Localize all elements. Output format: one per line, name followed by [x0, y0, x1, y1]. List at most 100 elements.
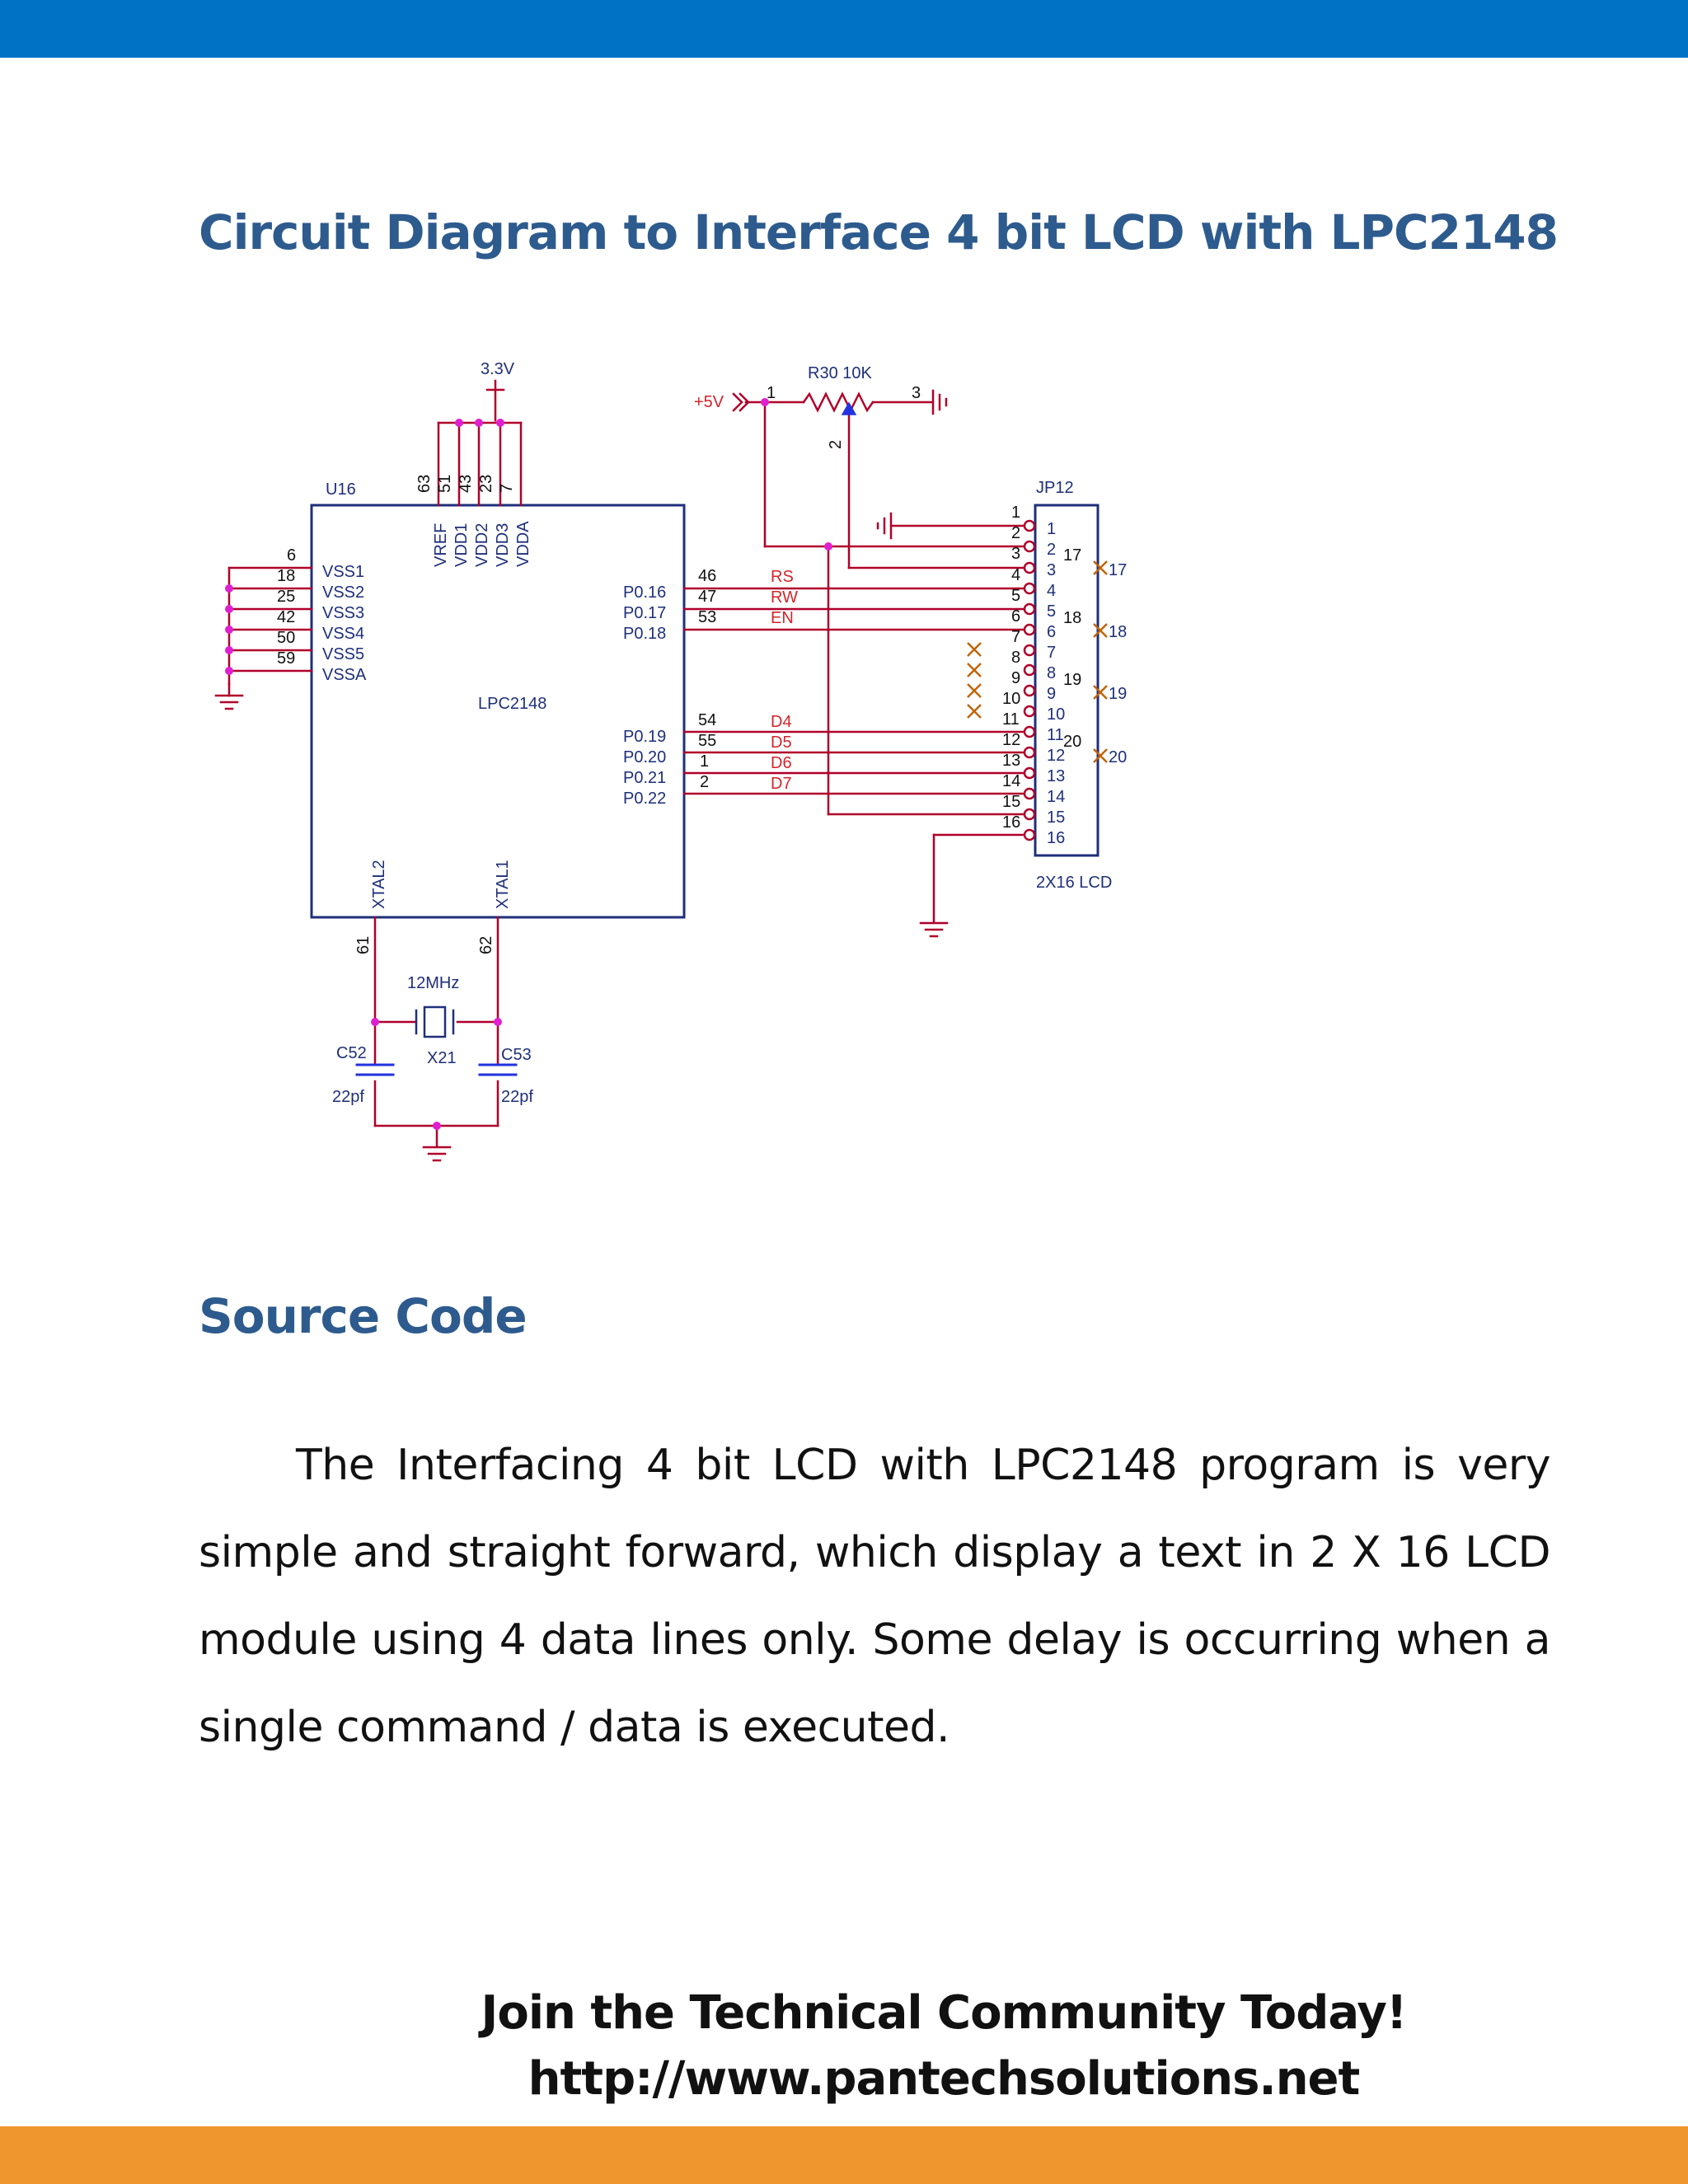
connector-pin-outer: 9	[1011, 669, 1020, 687]
ground-pin-number: 6	[287, 546, 296, 565]
data-pin-number: 2	[700, 773, 709, 791]
data-signal-label: D7	[771, 775, 792, 793]
control-pin-name: P0.18	[623, 625, 666, 643]
connector-extra-pin-out: 18	[1109, 623, 1127, 641]
cap-left-value: 22pf	[332, 1088, 364, 1106]
data-pin-number: 54	[698, 711, 716, 729]
ground-pin-name: VSSA	[322, 666, 367, 684]
xtal-pin-name: XTAL2	[370, 860, 388, 909]
cap-right-ref: C53	[501, 1046, 532, 1064]
bottom-color-bar	[0, 2126, 1688, 2184]
control-pin-name: P0.16	[623, 583, 666, 602]
xtal-pin-name: XTAL1	[494, 860, 512, 909]
capacitor-c52	[355, 1063, 395, 1076]
power-pin-name: VREF	[432, 523, 450, 567]
cap-left-ref: C52	[336, 1044, 367, 1062]
connector-pin-outer: 14	[1002, 772, 1020, 790]
lcd-connector-body	[1034, 504, 1100, 857]
connector-type: 2X16 LCD	[1036, 874, 1112, 892]
xtal-pin-number: 62	[477, 936, 495, 954]
pot-label: R30 10K	[808, 364, 872, 382]
connector-extra-pin-out: 19	[1109, 685, 1127, 703]
connector-pin-inner: 4	[1047, 582, 1056, 600]
footer-tagline: Join the Technical Community Today!	[481, 1986, 1408, 2040]
connector-pin-outer: 11	[1002, 710, 1020, 729]
ground-pin-name: VSS2	[322, 583, 364, 602]
supply-3v3-label: 3.3V	[481, 360, 515, 378]
footer-url-link[interactable]: http://www.pantechsolutions.net	[528, 2052, 1361, 2106]
connector-pin-inner: 9	[1047, 685, 1056, 703]
connector-pin-outer: 12	[1002, 731, 1020, 749]
data-signal-label: D4	[771, 713, 792, 731]
crystal-ref: X21	[427, 1049, 457, 1067]
circuit-diagram-heading: Circuit Diagram to Interface 4 bit LCD w…	[199, 204, 1559, 260]
ground-pin-name: VSS3	[322, 604, 364, 622]
plus-5v-arrow	[732, 392, 743, 412]
ground-pin-number: 25	[277, 588, 295, 606]
power-pin-number: 43	[457, 475, 475, 493]
connector-pin-inner: 13	[1047, 767, 1065, 785]
connector-extra-pin: 20	[1063, 733, 1081, 751]
xtal-pin-number: 61	[354, 936, 373, 954]
connector-extra-pin-out: 20	[1109, 748, 1127, 766]
circuit-schematic: 3.3V +5V R30 10K 1 3 2 U16 LPC2148 63 51…	[214, 360, 1127, 1162]
connector-extra-pin-out: 17	[1109, 561, 1127, 579]
control-pin-number: 53	[698, 608, 716, 626]
connector-ref: JP12	[1036, 479, 1074, 497]
connector-pin-inner: 3	[1047, 561, 1056, 579]
data-pin-name: P0.22	[623, 790, 666, 808]
ground-pin-number: 59	[277, 649, 295, 668]
power-pin-number: 63	[415, 475, 434, 493]
connector-pin-outer: 2	[1011, 524, 1020, 542]
connector-extra-pin: 19	[1063, 671, 1081, 689]
power-pin-name: VDDA	[514, 521, 532, 567]
cap-right-value: 22pf	[501, 1088, 533, 1106]
control-pin-number: 47	[698, 588, 716, 606]
data-pin-name: P0.21	[623, 769, 666, 787]
description-paragraph: The Interfacing 4 bit LCD with LPC2148 p…	[199, 1441, 1551, 1752]
connector-pin-inner: 1	[1047, 520, 1056, 538]
connector-pin-inner: 14	[1047, 788, 1065, 806]
supply-5v-label: +5V	[694, 393, 724, 411]
chip-ref-label: U16	[326, 480, 356, 499]
connector-pin-inner: 8	[1047, 664, 1056, 682]
top-color-bar	[0, 0, 1688, 58]
connector-pin-inner: 10	[1047, 705, 1065, 724]
connector-pin-inner: 12	[1047, 747, 1065, 765]
data-pin-number: 1	[700, 752, 709, 771]
connector-pin-inner: 2	[1047, 541, 1056, 559]
connector-pin-outer: 7	[1011, 628, 1020, 646]
connector-pin-inner: 16	[1047, 829, 1065, 847]
control-pin-name: P0.17	[623, 604, 666, 622]
pot-wiper-arrow	[841, 401, 857, 415]
pot-pin-2: 2	[827, 440, 845, 449]
ground-pin-number: 42	[277, 608, 295, 626]
ground-pin-name: VSS4	[322, 625, 364, 643]
data-pin-name: P0.19	[623, 728, 666, 746]
power-pin-number: 23	[477, 475, 495, 493]
connector-extra-pin: 17	[1063, 546, 1081, 565]
connector-pin-inner: 5	[1047, 602, 1056, 621]
connector-extra-pin: 18	[1063, 609, 1081, 627]
power-pin-name: VDD1	[452, 523, 471, 567]
power-pin-name: VDD2	[473, 523, 491, 567]
connector-pin-outer: 13	[1002, 752, 1020, 770]
connector-pin-outer: 8	[1011, 649, 1020, 667]
ground-symbol-lcd	[919, 921, 949, 938]
connector-pin-outer: 5	[1011, 587, 1020, 605]
pot-pin-1: 1	[767, 384, 776, 402]
connector-pin-outer: 15	[1002, 793, 1020, 811]
control-signal-label: RW	[771, 588, 798, 607]
connector-pin-outer: 10	[1002, 690, 1020, 708]
power-pin-number: 51	[436, 475, 454, 493]
data-pin-number: 55	[698, 732, 716, 750]
chip-name-label: LPC2148	[478, 695, 546, 713]
ground-pin-name: VSS1	[322, 563, 364, 581]
capacitor-c53	[478, 1063, 518, 1076]
data-pin-name: P0.20	[623, 748, 666, 766]
connector-pin-inner: 6	[1047, 623, 1056, 641]
power-pin-name: VDD3	[494, 523, 512, 567]
crystal-frequency: 12MHz	[407, 974, 459, 992]
connector-pin-inner: 15	[1047, 808, 1065, 827]
crystal-x21	[415, 1005, 455, 1038]
